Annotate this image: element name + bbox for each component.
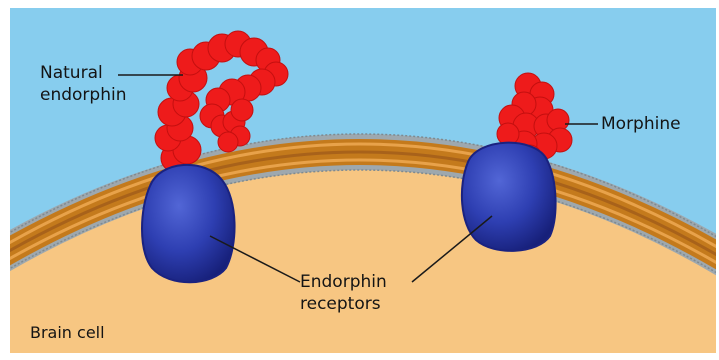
natural-endorphin-label: Natural endorphin	[40, 62, 126, 106]
natural-endorphin-label-line1: Natural	[40, 63, 103, 83]
endorphin-receptor-left	[142, 165, 235, 282]
endorphin-receptors-label: Endorphin receptors	[300, 271, 387, 315]
endorphin-receptors-label-line1: Endorphin	[300, 272, 387, 292]
endorphin-receptor-right	[462, 143, 556, 251]
brain-cell-label: Brain cell	[30, 322, 105, 344]
natural-endorphin-label-line2: endorphin	[40, 85, 126, 105]
morphine-label: Morphine	[601, 113, 681, 135]
endorphin-receptors-label-line2: receptors	[300, 294, 381, 314]
